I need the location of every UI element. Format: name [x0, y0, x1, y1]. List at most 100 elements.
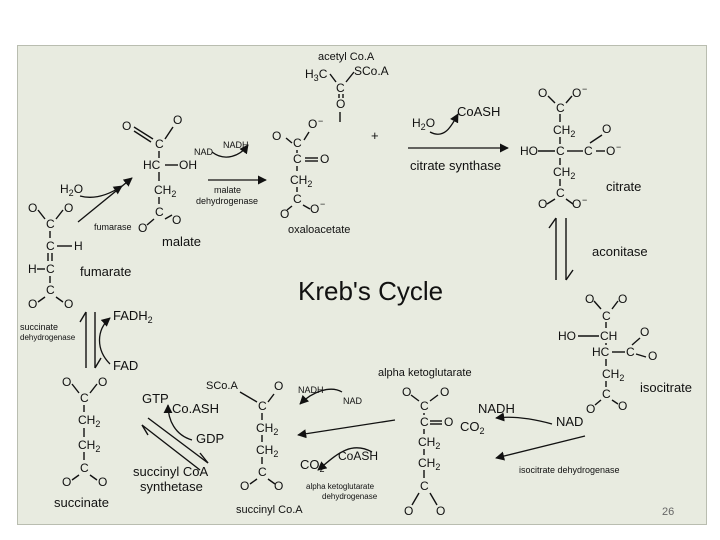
iso-o2: O: [618, 292, 627, 306]
oxaloacetate-label: oxaloacetate: [288, 224, 350, 236]
mdh-label-1: malate: [214, 185, 241, 195]
mdh-label-2: dehydrogenase: [196, 196, 258, 206]
cs-coash: CoASH: [457, 104, 500, 119]
fu-c2: C: [46, 239, 55, 253]
fum-h2o: H2O: [60, 182, 83, 198]
cit-ch2a: CH2: [553, 123, 575, 139]
fu-o1: O: [28, 201, 37, 215]
fu-h2: H: [28, 262, 37, 276]
oaa-minus2: −: [320, 199, 325, 209]
iso-o6: O: [618, 399, 627, 413]
iso-c2: C: [626, 345, 635, 359]
ma-o4: O: [172, 213, 181, 227]
diagram-panel: [17, 45, 707, 525]
su-o2: O: [98, 375, 107, 389]
fu-o4: O: [64, 297, 73, 311]
oaa-c2: C: [293, 152, 302, 166]
sc-o2: O: [240, 479, 249, 493]
iso-o1: O: [585, 292, 594, 306]
fu-c3: C: [46, 262, 55, 276]
akg-coash: CoASH: [338, 449, 378, 463]
acetyl-o: O: [336, 97, 345, 111]
sdh-fadh2: FADH2: [113, 308, 153, 325]
succinyl-coa-label: succinyl Co.A: [236, 504, 303, 516]
iso-ch2: CH2: [602, 367, 624, 383]
akg-o5: O: [436, 504, 445, 518]
oaa-c3: C: [293, 192, 302, 206]
su-ch2a: CH2: [78, 413, 100, 429]
iso-ho: HO: [558, 329, 576, 343]
iso-hc: HC: [592, 345, 610, 359]
iso-o5: O: [586, 402, 595, 416]
oaa-c1: C: [293, 136, 302, 150]
akg-o1: O: [402, 385, 411, 399]
oaa-o1: O: [272, 129, 281, 143]
ma-hc: HC: [143, 158, 161, 172]
isocitrate-dh-label: isocitrate dehydrogenase: [519, 465, 620, 475]
sc-gtp: GTP: [142, 391, 169, 406]
su-c2: C: [80, 461, 89, 475]
sc-gdp: GDP: [196, 431, 224, 446]
citrate-synthase-label: citrate synthase: [410, 158, 501, 173]
akg-dh-label-2: dehydrogenase: [322, 492, 378, 501]
iso-nadh: NADH: [478, 401, 515, 416]
ma-o1: O: [122, 119, 131, 133]
fu-c4: C: [46, 283, 55, 297]
ma-o3: O: [138, 221, 147, 235]
fu-o2: O: [64, 201, 73, 215]
akg-nad: NAD: [343, 396, 363, 406]
acetyl-scoa: SCo.A: [354, 64, 389, 78]
ma-c1: C: [155, 137, 164, 151]
diagram-title: Kreb's Cycle: [298, 276, 443, 306]
sc-ch2a: CH2: [256, 421, 278, 437]
cit-o4: O: [606, 144, 615, 158]
aconitase-label: aconitase: [592, 244, 648, 259]
fu-o3: O: [28, 297, 37, 311]
akg-co2: CO2: [300, 457, 325, 474]
sdh-label-1: succinate: [20, 322, 58, 332]
oaa-o3: O: [320, 152, 329, 166]
oaa-o2: O: [308, 117, 317, 131]
sdh-fad: FAD: [113, 358, 138, 373]
su-o4: O: [98, 475, 107, 489]
acetyl-c: C: [336, 81, 345, 95]
fu-h1: H: [74, 239, 83, 253]
sc-c1: C: [258, 399, 267, 413]
mdh-nad: NAD: [194, 147, 214, 157]
plus-sign: +: [371, 128, 379, 143]
akg-c3: C: [420, 479, 429, 493]
sc-synth-label-1: succinyl CoA: [133, 464, 208, 479]
cit-ch2b: CH2: [553, 165, 575, 181]
sc-o1: O: [274, 379, 283, 393]
iso-ch: CH: [600, 329, 617, 343]
cit-c3: C: [584, 144, 593, 158]
malate-label: malate: [162, 234, 201, 249]
su-o3: O: [62, 475, 71, 489]
ma-c2: C: [155, 205, 164, 219]
cit-c1: C: [556, 101, 565, 115]
page-number: 26: [662, 506, 675, 518]
oaa-ch2: CH2: [290, 173, 312, 189]
cit-o2: O: [572, 86, 581, 100]
cit-o6: O: [572, 197, 581, 211]
akg-ch2a: CH2: [418, 435, 440, 451]
sc-synth-label-2: synthetase: [140, 479, 203, 494]
sdh-label-2: dehydrogenase: [20, 333, 76, 342]
ma-ch2: CH2: [154, 183, 176, 199]
acetyl-h3c: H3C: [305, 67, 328, 83]
oaa-o5: O: [310, 202, 319, 216]
oaa-minus1: −: [318, 116, 323, 126]
akg-nadh: NADH: [298, 385, 324, 395]
isocitrate-label: isocitrate: [640, 380, 692, 395]
cit-o3: O: [602, 122, 611, 136]
sc-ch2b: CH2: [256, 443, 278, 459]
cit-minus2: −: [616, 142, 621, 152]
fumarate-label: fumarate: [80, 264, 131, 279]
citrate-label: citrate: [606, 179, 641, 194]
ma-o2: O: [173, 113, 182, 127]
fumarase-label: fumarase: [94, 222, 132, 232]
cit-c2: C: [556, 144, 565, 158]
succ-coa-scoa: SCo.A: [206, 380, 238, 392]
su-o1: O: [62, 375, 71, 389]
iso-c1: C: [602, 309, 611, 323]
